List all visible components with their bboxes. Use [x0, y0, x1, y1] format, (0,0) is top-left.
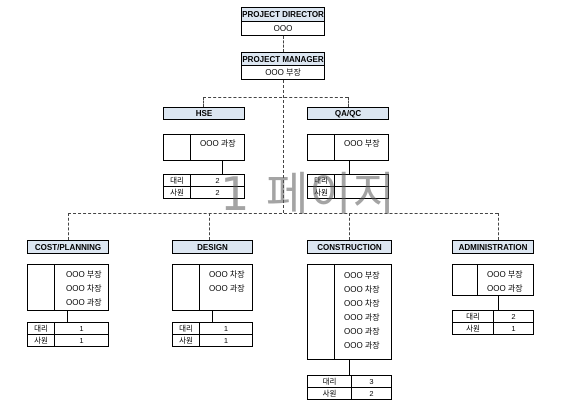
- construction-members-box: OOO 부장 OOO 차장 OOO 차장 OOO 과장 OOO 과장 OOO 과…: [307, 264, 392, 360]
- connector-cost: [68, 213, 69, 240]
- connector-director-manager: [283, 36, 284, 52]
- manager-title: PROJECT MANAGER: [241, 52, 325, 66]
- design-staff-role: 사원: [172, 334, 200, 347]
- qaqc-staff-table: 대리 사원: [307, 174, 389, 199]
- cost-members-box: OOO 부장 OOO 차장 OOO 과장: [27, 264, 109, 311]
- design-member: OOO 차장: [209, 270, 245, 279]
- administration-staff-count: 1: [493, 322, 534, 335]
- administration-title: ADMINISTRATION: [452, 240, 534, 254]
- construction-member: OOO 부장: [344, 271, 380, 280]
- cost-staff-count: 1: [54, 322, 109, 335]
- cost-staff-role: 사원: [27, 334, 55, 347]
- cost-member: OOO 과장: [66, 298, 102, 307]
- connector-department-bar: [68, 213, 498, 214]
- qaqc-staff-count: [334, 186, 389, 199]
- table-row: 사원: [307, 186, 389, 199]
- hse-staff-role: 사원: [163, 186, 191, 199]
- construction-title: CONSTRUCTION: [307, 240, 392, 254]
- connector-qaqc: [348, 97, 349, 107]
- administration-staff-role: 대리: [452, 310, 494, 323]
- hse-member: OOO 과장: [200, 139, 236, 148]
- administration-member: OOO 부장: [487, 270, 523, 279]
- construction-member: OOO 차장: [344, 299, 380, 308]
- construction-member: OOO 과장: [344, 327, 380, 336]
- hse-title: HSE: [163, 107, 245, 120]
- hse-staff-role: 대리: [163, 174, 191, 187]
- construction-member: OOO 과장: [344, 313, 380, 322]
- connector-design: [209, 213, 210, 240]
- director-name: OOO: [241, 22, 325, 36]
- administration-staff-count: 2: [493, 310, 534, 323]
- design-title: DESIGN: [172, 240, 253, 254]
- construction-member: OOO 차장: [344, 285, 380, 294]
- design-members-box: OOO 차장 OOO 과장: [172, 264, 253, 311]
- cost-staff-role: 대리: [27, 322, 55, 335]
- qaqc-member: OOO 부장: [344, 139, 380, 148]
- page-watermark: 1 페이지: [220, 167, 396, 221]
- connector-manager-trunk: [283, 80, 284, 213]
- cost-title: COST/PLANNING: [27, 240, 109, 254]
- cost-member: OOO 부장: [66, 270, 102, 279]
- cost-staff-count: 1: [54, 334, 109, 347]
- construction-member: OOO 과장: [344, 341, 380, 350]
- construction-staff-role: 사원: [307, 387, 352, 400]
- construction-staff-count: 3: [351, 375, 392, 388]
- qaqc-title: QA/QC: [307, 107, 389, 120]
- hse-staff-count: 2: [190, 186, 245, 199]
- administration-member: OOO 과장: [487, 284, 523, 293]
- construction-staff-count: 2: [351, 387, 392, 400]
- design-member: OOO 과장: [209, 284, 245, 293]
- manager-name: OOO 부장: [241, 66, 325, 80]
- construction-staff-role: 대리: [307, 375, 352, 388]
- connector-administration: [498, 213, 499, 240]
- connector-construction: [349, 213, 350, 240]
- design-staff-count: 1: [199, 334, 253, 347]
- design-staff-count: 1: [199, 322, 253, 335]
- connector-hse: [203, 97, 204, 107]
- qaqc-members-box: OOO 부장: [307, 134, 389, 161]
- cost-member: OOO 차장: [66, 284, 102, 293]
- design-staff-role: 대리: [172, 322, 200, 335]
- director-title: PROJECT DIRECTOR: [241, 7, 325, 22]
- connector-staff-bar: [203, 97, 348, 98]
- administration-members-box: OOO 부장 OOO 과장: [452, 264, 534, 296]
- administration-staff-role: 사원: [452, 322, 494, 335]
- hse-members-box: OOO 과장: [163, 134, 245, 161]
